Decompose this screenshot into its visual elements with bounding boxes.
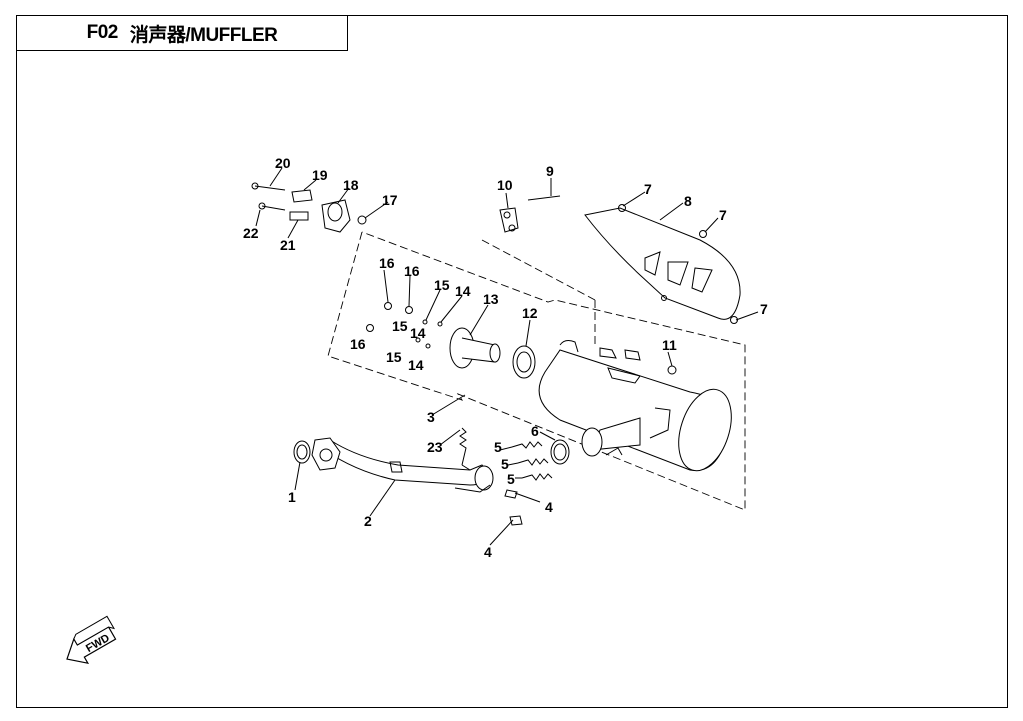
header-pipe (311, 437, 494, 493)
part-label: 11 (662, 337, 677, 353)
forward-arrow-icon: FWD (66, 615, 117, 665)
hanger-bracket (499, 195, 561, 233)
part-label: 6 (531, 423, 539, 439)
part-label: 5 (501, 456, 509, 472)
spring (521, 473, 553, 481)
nut (667, 365, 677, 375)
part-label: 5 (494, 439, 502, 455)
exhaust-gasket (293, 440, 311, 464)
part-label: 19 (312, 167, 328, 183)
part-label: 8 (684, 193, 692, 209)
part-label: 23 (427, 439, 443, 455)
spring (511, 441, 543, 449)
diagram-code: F02 (86, 22, 119, 43)
part-label: 15 (392, 318, 408, 334)
part-label: 7 (760, 301, 768, 317)
nut (405, 306, 413, 314)
part-label: 16 (350, 336, 366, 352)
part-label: 1 (288, 489, 296, 505)
diagram-title: 消声器/MUFFLER (129, 24, 278, 46)
part-label: 15 (434, 277, 450, 293)
muffler-body (538, 340, 732, 472)
nut (357, 215, 367, 225)
drawing-frame (16, 15, 1008, 708)
part-label: 20 (275, 155, 291, 171)
part-label: 10 (497, 177, 513, 193)
part-label: 14 (410, 325, 426, 341)
sealing-ring (550, 439, 570, 465)
part-label: 16 (404, 263, 420, 279)
title-block: F02 消声器/MUFFLER (16, 15, 348, 51)
bolt (504, 489, 518, 499)
part-label: 12 (522, 305, 538, 321)
part-label: 14 (408, 357, 424, 373)
part-label: 14 (455, 283, 471, 299)
part-label: 18 (343, 177, 359, 193)
part-label: 15 (386, 349, 402, 365)
part-label: 5 (507, 471, 515, 487)
part-label: 22 (243, 225, 259, 241)
heat-shield (584, 207, 741, 320)
part-label: 3 (427, 409, 435, 425)
part-label: 17 (382, 192, 398, 208)
part-label: 7 (644, 181, 652, 197)
flange (449, 327, 501, 369)
nut (366, 324, 374, 332)
mounting-bracket (251, 182, 351, 233)
part-label: 9 (546, 163, 554, 179)
part-label: 21 (280, 237, 296, 253)
part-label: 2 (364, 513, 372, 529)
nut (730, 316, 738, 324)
part-label: 4 (545, 499, 553, 515)
flange-gasket (512, 345, 536, 379)
part-label: 7 (719, 207, 727, 223)
nut (699, 230, 707, 238)
part-label: 4 (484, 544, 492, 560)
part-label: 16 (379, 255, 395, 271)
spring (459, 427, 467, 466)
part-label: 13 (483, 291, 499, 307)
assembly-outline (327, 231, 746, 511)
spring (517, 458, 549, 466)
bolt (509, 515, 523, 526)
nut (618, 204, 626, 212)
nut (384, 302, 392, 310)
